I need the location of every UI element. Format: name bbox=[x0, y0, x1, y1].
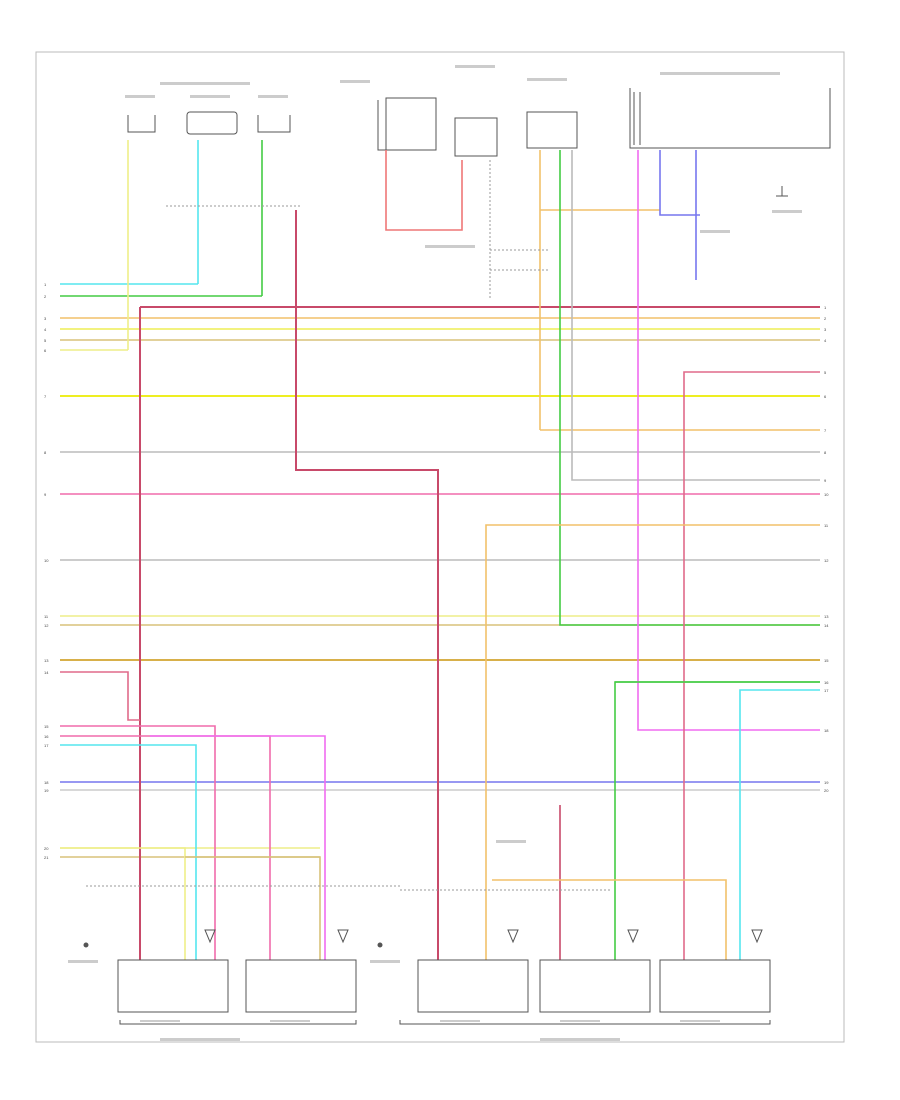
svg-text:16: 16 bbox=[44, 734, 49, 739]
svg-text:2: 2 bbox=[44, 294, 47, 299]
left-pin-numbers: 1 2 3 4 5 6 7 8 9 10 11 12 13 14 15 16 1… bbox=[44, 282, 49, 860]
actuator-box-3 bbox=[417, 959, 529, 1013]
svg-text:19: 19 bbox=[44, 788, 49, 793]
actuator-box-1 bbox=[117, 959, 229, 1013]
right-module bbox=[526, 111, 578, 149]
relay-box bbox=[385, 97, 437, 151]
svg-text:4: 4 bbox=[824, 338, 827, 343]
actuator-box-5 bbox=[659, 959, 771, 1013]
dotted-connections bbox=[86, 160, 610, 891]
svg-text:2: 2 bbox=[824, 316, 827, 321]
svg-text:18: 18 bbox=[824, 728, 829, 733]
svg-text:7: 7 bbox=[44, 394, 47, 399]
bottom-bracket-left bbox=[119, 1020, 357, 1025]
module-bracket-left bbox=[127, 115, 156, 133]
svg-text:15: 15 bbox=[44, 724, 49, 729]
svg-text:15: 15 bbox=[824, 658, 829, 663]
svg-text:3: 3 bbox=[44, 316, 47, 321]
svg-text:6: 6 bbox=[44, 348, 47, 353]
svg-text:17: 17 bbox=[824, 688, 829, 693]
svg-text:10: 10 bbox=[44, 558, 49, 563]
svg-text:14: 14 bbox=[44, 670, 49, 675]
svg-text:16: 16 bbox=[824, 680, 829, 685]
svg-text:17: 17 bbox=[44, 743, 49, 748]
routed-wires bbox=[60, 140, 820, 960]
diagram-frame bbox=[35, 51, 845, 1043]
svg-text:19: 19 bbox=[824, 780, 829, 785]
svg-text:9: 9 bbox=[44, 492, 47, 497]
bottom-modules bbox=[83, 929, 771, 1025]
svg-text:11: 11 bbox=[824, 523, 829, 528]
svg-text:8: 8 bbox=[44, 450, 47, 455]
module-bracket-right bbox=[257, 115, 291, 133]
svg-text:9: 9 bbox=[824, 478, 827, 483]
svg-text:6: 6 bbox=[824, 394, 827, 399]
bus-wires bbox=[60, 283, 820, 858]
fine-print-labels bbox=[68, 65, 802, 1041]
center-module bbox=[454, 117, 498, 157]
relay-bracket bbox=[377, 100, 386, 151]
actuator-box-4 bbox=[539, 959, 651, 1013]
right-pin-numbers: 1 2 3 4 5 6 7 8 9 10 11 12 13 14 15 16 1… bbox=[824, 305, 829, 793]
actuator-box-2 bbox=[245, 959, 357, 1013]
svg-text:4: 4 bbox=[44, 327, 47, 332]
svg-text:18: 18 bbox=[44, 780, 49, 785]
svg-text:1: 1 bbox=[824, 305, 827, 310]
svg-text:1: 1 bbox=[44, 282, 47, 287]
svg-text:13: 13 bbox=[44, 658, 49, 663]
svg-text:7: 7 bbox=[824, 428, 827, 433]
svg-text:11: 11 bbox=[44, 614, 49, 619]
top-components bbox=[127, 88, 831, 197]
svg-text:12: 12 bbox=[44, 623, 49, 628]
svg-text:21: 21 bbox=[44, 855, 49, 860]
svg-text:10: 10 bbox=[824, 492, 829, 497]
svg-text:8: 8 bbox=[824, 450, 827, 455]
svg-text:5: 5 bbox=[44, 338, 47, 343]
svg-text:14: 14 bbox=[824, 623, 829, 628]
svg-text:20: 20 bbox=[824, 788, 829, 793]
svg-text:13: 13 bbox=[824, 614, 829, 619]
svg-text:5: 5 bbox=[824, 370, 827, 375]
svg-text:20: 20 bbox=[44, 846, 49, 851]
module-box-center bbox=[186, 111, 238, 135]
bottom-bracket-right bbox=[399, 1020, 771, 1025]
fuse-block-outline bbox=[629, 88, 831, 149]
svg-text:3: 3 bbox=[824, 327, 827, 332]
svg-text:12: 12 bbox=[824, 558, 829, 563]
